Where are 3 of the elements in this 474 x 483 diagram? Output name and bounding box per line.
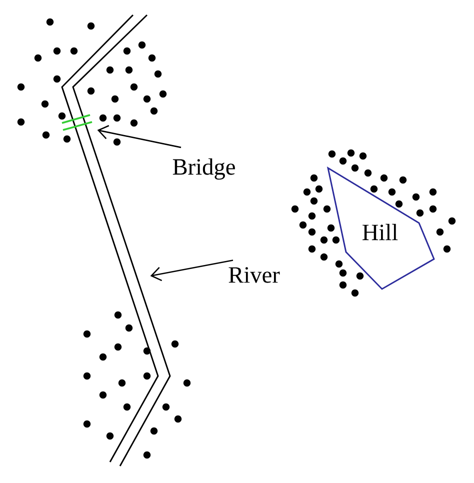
leader-line xyxy=(150,260,234,282)
callout-label: River xyxy=(228,267,280,283)
callout-label: Bridge xyxy=(172,158,235,180)
